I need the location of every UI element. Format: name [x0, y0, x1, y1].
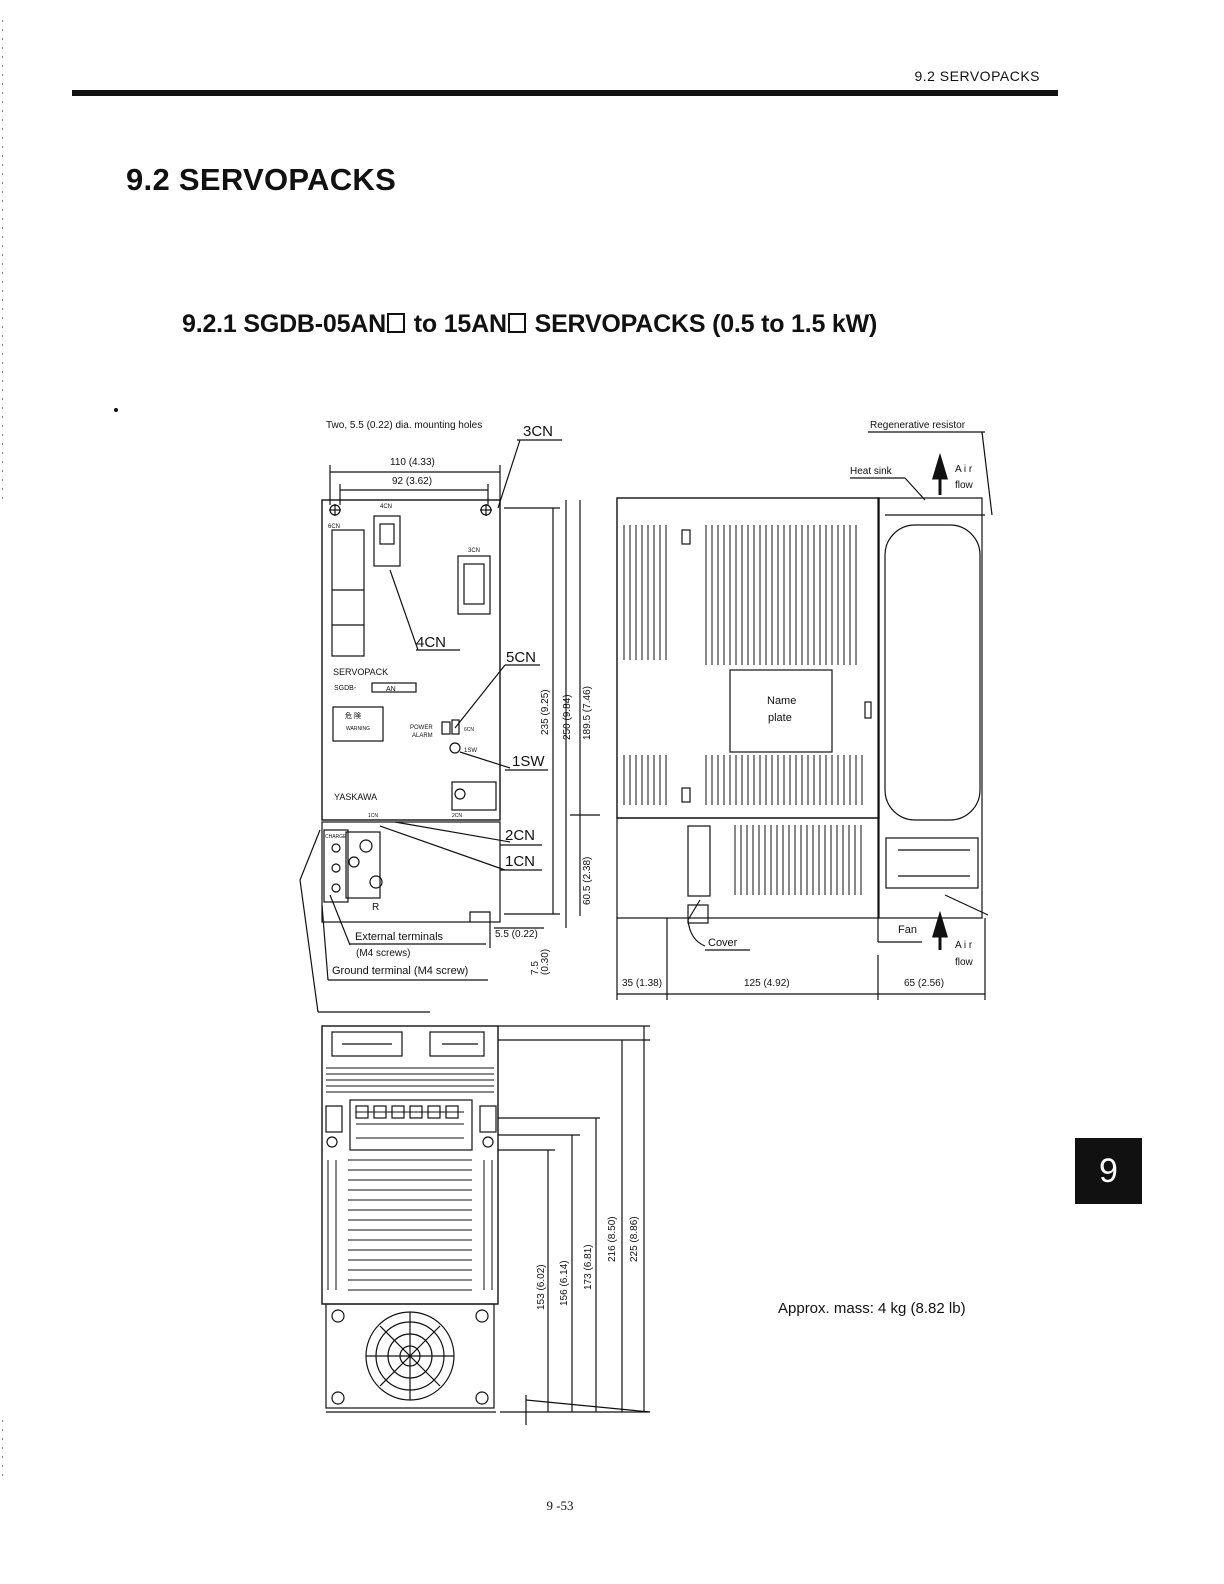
mounting-holes-label: Two, 5.5 (0.22) dia. mounting holes [326, 420, 482, 431]
dim-216: 216 (8.50) [607, 1216, 618, 1262]
dim-250: 250 (9.84) [562, 694, 573, 740]
running-header: 9.2 SERVOPACKS [914, 68, 1040, 84]
small-6cn: 6CN [464, 727, 474, 733]
warning-jp: 危 険 [345, 711, 361, 720]
alarm-label: ALARM [412, 733, 433, 739]
lower-fins [734, 825, 862, 895]
regen-resistor-label: Regenerative resistor [870, 420, 966, 431]
dim-92: 92 (3.62) [392, 476, 432, 487]
header-rule [72, 90, 1058, 96]
power-label: POWER [410, 725, 433, 731]
flow-label: flow [955, 480, 974, 491]
heatsink-fins-top-right [705, 525, 857, 665]
small-label-3cn: 3CN [468, 548, 480, 554]
heatsink-fins-bottom-left [623, 755, 667, 805]
warning-label: WARNING [346, 726, 370, 732]
plate-label: plate [768, 712, 792, 724]
terminal-r: R [372, 902, 379, 913]
name-label: Name [767, 695, 796, 707]
scan-margin-marks [2, 1420, 3, 1480]
heat-sink-label: Heat sink [850, 466, 893, 477]
air-flow-arrow-icon [931, 452, 949, 495]
side-view: Regenerative resistor Heat sink A i r fl… [616, 420, 993, 1000]
air-label: A i r [955, 464, 973, 475]
servopack-label: SERVOPACK [333, 667, 388, 677]
ground-terminal-label: Ground terminal (M4 screw) [332, 965, 468, 977]
external-screws-label: (M4 screws) [356, 948, 410, 959]
label-3cn: 3CN [523, 423, 553, 440]
cover-label: Cover [708, 937, 738, 949]
heatsink-fins-bottom-right [705, 755, 863, 805]
yaskawa-brand: YASKAWA [334, 792, 377, 802]
model-box-label: AN [386, 686, 396, 693]
dim-225: 225 (8.86) [629, 1216, 640, 1262]
placeholder-box-icon [507, 313, 526, 333]
chapter-tab: 9 [1075, 1138, 1142, 1204]
small-1sw: 1SW [464, 748, 477, 754]
small-2cn: 2CN [452, 813, 462, 819]
label-4cn: 4CN [416, 634, 446, 651]
dim-110: 110 (4.33) [390, 457, 435, 468]
dim-125: 125 (4.92) [744, 978, 790, 989]
fan-label: Fan [898, 924, 917, 936]
label-5cn: 5CN [506, 649, 536, 666]
label-2cn: 2CN [505, 827, 535, 844]
air-label-2: A i r [955, 940, 973, 951]
scan-margin-marks [2, 20, 3, 500]
dim-7-5: 7.5 [530, 961, 541, 975]
page-number: 9 -53 [546, 1498, 574, 1513]
dim-5-5: 5.5 (0.22) [495, 929, 538, 940]
dim-156: 156 (6.14) [559, 1260, 570, 1306]
charge-label: CHARGE [325, 834, 347, 840]
subheading-part-1: 9.2.1 SGDB-05AN [182, 310, 387, 338]
dim-235: 235 (9.25) [540, 689, 551, 735]
bullet-mark [114, 408, 118, 412]
dim-35: 35 (1.38) [622, 978, 662, 989]
flow-label-2: flow [955, 957, 974, 968]
small-1cn: 1CN [368, 813, 378, 819]
section-heading: 9.2 SERVOPACKS [126, 162, 397, 197]
subsection-heading: 9.2.1 SGDB-05AN to 15AN SERVOPACKS (0.5 … [182, 310, 877, 339]
dim-189-5: 189.5 (7.46) [582, 686, 593, 740]
placeholder-box-icon [387, 313, 406, 333]
approx-mass: Approx. mass: 4 kg (8.82 lb) [778, 1300, 966, 1317]
front-view: Two, 5.5 (0.22) dia. mounting holes 3CN … [299, 420, 600, 1013]
dim-173: 173 (6.81) [583, 1244, 594, 1290]
subheading-part-2: to 15AN [413, 310, 507, 338]
label-1cn: 1CN [505, 853, 535, 870]
dim-65: 65 (2.56) [904, 978, 944, 989]
dim-153: 153 (6.02) [536, 1264, 547, 1310]
bottom-view: 153 (6.02) 156 (6.14) 173 (6.81) 216 (8.… [321, 1025, 651, 1425]
external-terminals-label: External terminals [355, 931, 444, 943]
subheading-part-3: SERVOPACKS (0.5 to 1.5 kW) [534, 310, 878, 338]
small-label-4cn: 4CN [380, 504, 392, 510]
model-label: SGDB- [334, 685, 357, 692]
dim-7-5-in: (0.30) [540, 949, 551, 975]
air-flow-arrow-bottom-icon [931, 910, 949, 950]
dim-60-5: 60.5 (2.38) [582, 857, 593, 905]
small-label-6cn: 6CN [328, 524, 340, 530]
label-1sw: 1SW [512, 753, 545, 770]
heatsink-fins-top-left [623, 525, 667, 660]
